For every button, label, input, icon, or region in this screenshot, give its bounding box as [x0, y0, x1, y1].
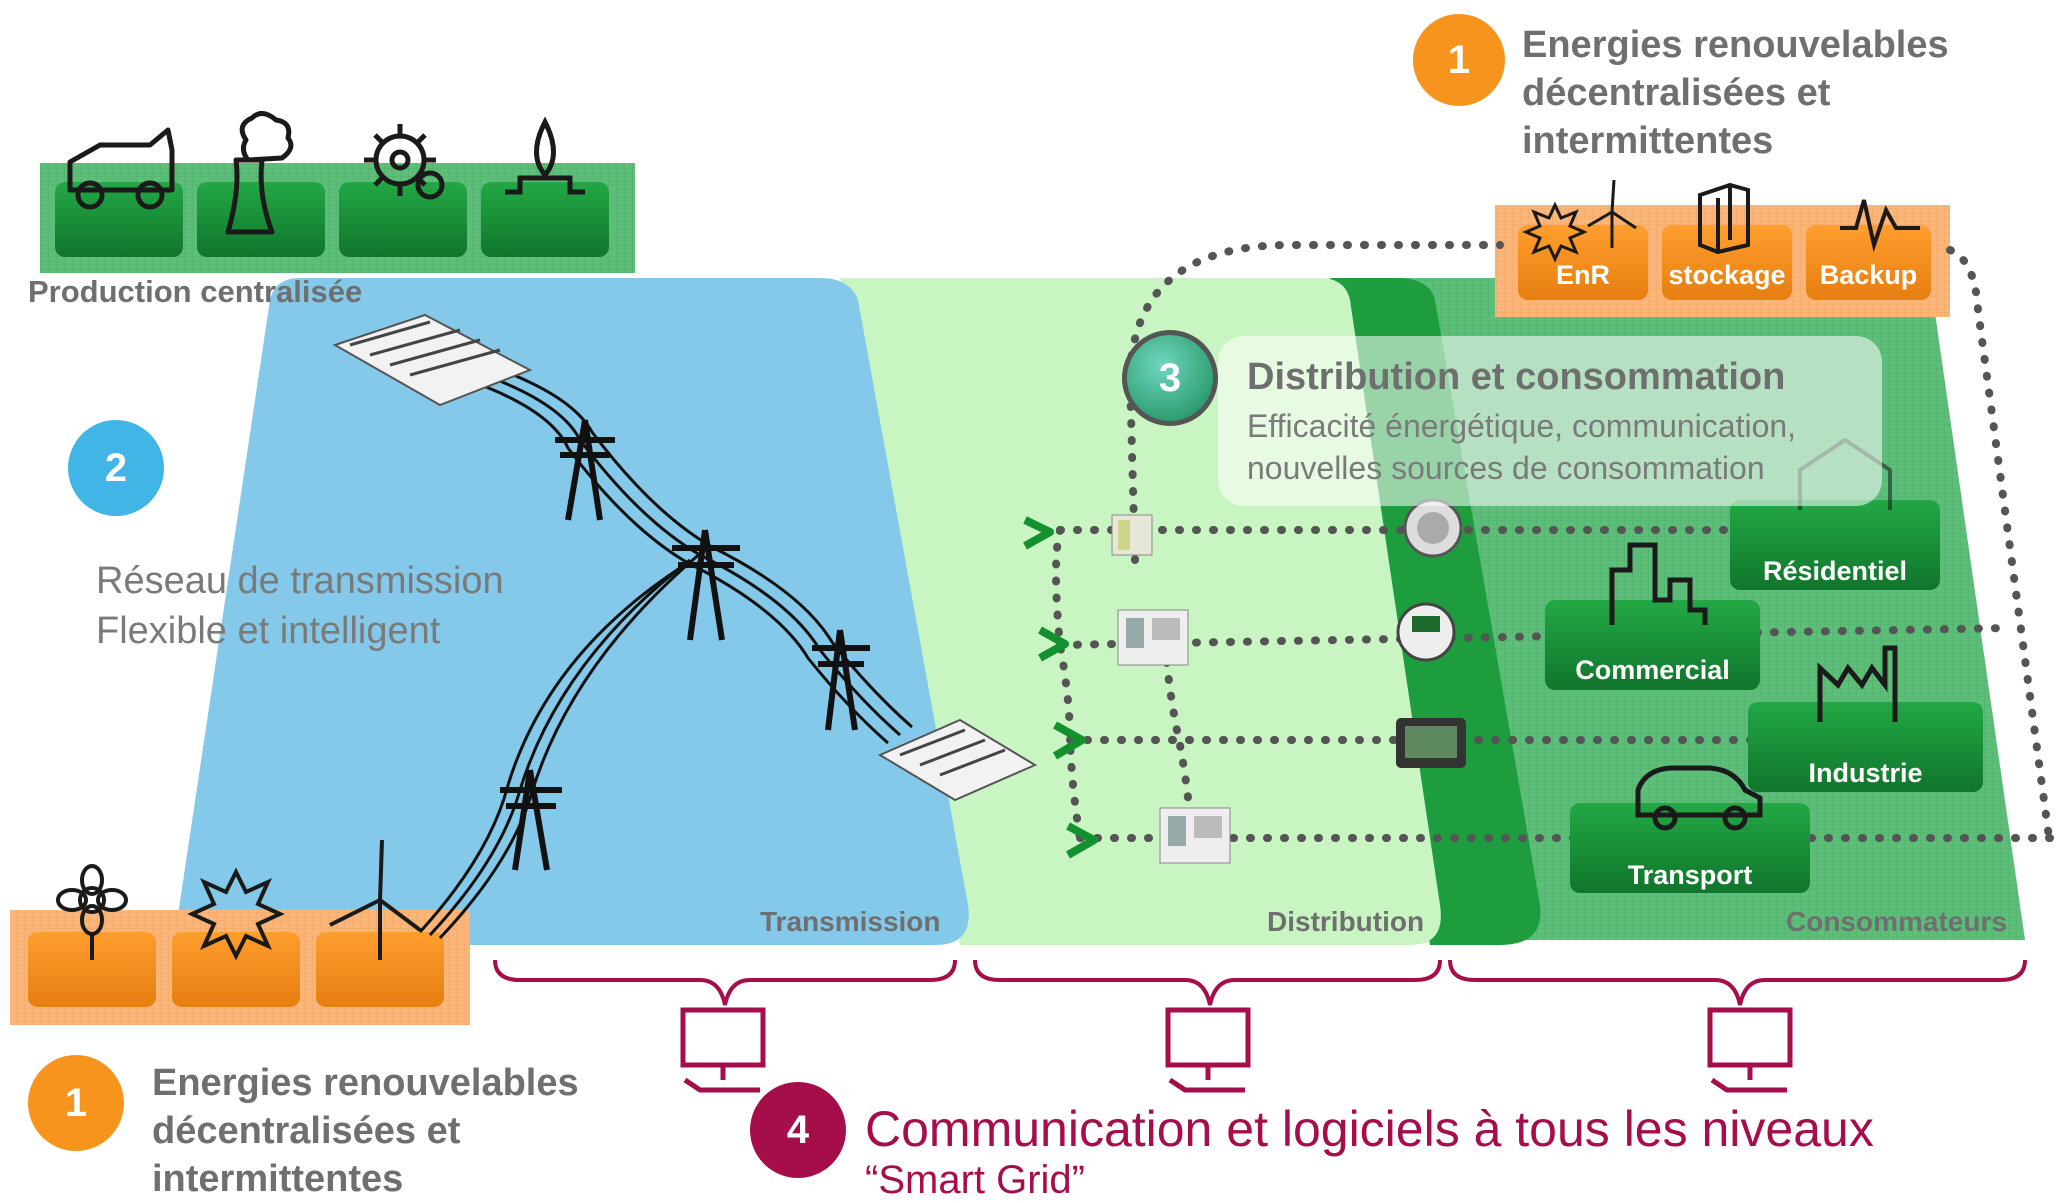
power-plant-icon: [225, 111, 294, 235]
distribution-info-box: [1218, 336, 1882, 506]
transmission-grid-line-1: Réseau de transmission: [96, 560, 504, 602]
smart-meter-icon: [1403, 498, 1463, 558]
computer-monitor-icon: [1707, 1007, 1793, 1093]
consumer-label-transport: Transport: [1627, 860, 1753, 890]
smart-meter-icon: [1396, 602, 1456, 662]
pylon-icon: [555, 419, 615, 521]
computer-monitor-icon: [1165, 1007, 1251, 1093]
flower-icon: [56, 864, 128, 960]
zone-label-distribution: Distribution: [1267, 906, 1425, 937]
renewables-platform-bottom: [10, 910, 470, 1025]
badge-2: 2: [68, 420, 164, 516]
substation-icon: [1159, 807, 1231, 864]
chevron-icons: [1023, 516, 1098, 859]
centralized-production-label: Production centralisée: [28, 274, 363, 309]
button-label-backup: Backup: [1819, 260, 1918, 290]
distribution-line-2: nouvelles sources de consommation: [1247, 450, 1765, 486]
consumer-label-residentiel: Résidentiel: [1762, 556, 1908, 586]
badge-1-top: 1: [1413, 14, 1505, 106]
sun-icon: [187, 867, 285, 961]
renewables-bottom-line-1: Energies renouvelables: [152, 1062, 579, 1104]
renewables-top-line-2: décentralisées et: [1522, 72, 1831, 114]
office-building-icon: [1609, 542, 1708, 625]
brace-consumers: [1448, 959, 2027, 1006]
consumer-label-commercial: Commercial: [1575, 655, 1730, 685]
communication-title: Communication et logiciels à tous les ni…: [865, 1101, 1874, 1157]
communication-dotted-network: [1052, 241, 2059, 849]
consumer-buttons: [1545, 500, 1983, 893]
communication-subtitle: “Smart Grid”: [865, 1158, 1085, 1202]
computer-monitor-icon: [680, 1007, 766, 1093]
chevron-right-icon: [1023, 516, 1054, 550]
brace-transmission: [493, 959, 957, 1006]
renewables-bottom-line-3: intermittentes: [152, 1158, 404, 1200]
renewables-top-line-1: Energies renouvelables: [1522, 24, 1949, 66]
substation-icon: [877, 718, 1038, 802]
renewables-top-line-3: intermittentes: [1522, 120, 1774, 162]
level-braces: [493, 959, 2027, 1006]
chevron-right-icon: [1066, 822, 1098, 859]
button-label-stockage: stockage: [1668, 260, 1786, 290]
factory-icon: [1817, 645, 1898, 722]
badge-4: 4: [750, 1082, 846, 1178]
pulse-icon: [1840, 199, 1920, 253]
zone-label-consommateurs: Consommateurs: [1786, 906, 2007, 937]
electric-car-icon: [1635, 765, 1763, 831]
badge-1-bottom: 1: [28, 1055, 124, 1151]
transmission-grid-line-2: Flexible et intelligent: [96, 610, 441, 652]
gear-icon: [364, 124, 445, 200]
substation-icon: [1111, 514, 1153, 556]
smart-meter-icon: [1396, 718, 1466, 768]
distribution-line-1: Efficacité énergétique, communication,: [1247, 408, 1797, 444]
transmission-zone: [176, 278, 969, 945]
distribution-title: Distribution et consommation: [1247, 356, 1786, 398]
substation-icon: [332, 313, 533, 407]
pylon-icon: [500, 769, 562, 871]
brace-distribution: [973, 959, 1442, 1006]
pylon-icon: [812, 629, 870, 731]
car-icon: [67, 127, 175, 210]
centralized-production-platform: [40, 163, 635, 273]
pylon-icon: [672, 529, 740, 641]
battery-storage-icon: [1698, 182, 1750, 255]
chevron-right-icon: [1038, 626, 1069, 662]
wind-turbine-icon: [1587, 179, 1637, 248]
chevron-right-icon: [1052, 721, 1086, 760]
consumer-label-industrie: Industrie: [1808, 758, 1923, 788]
substation-icon: [1117, 609, 1189, 666]
wind-turbine-icon: [329, 839, 422, 960]
badge-3: 3: [1122, 330, 1218, 426]
sun-icon: [1522, 201, 1588, 263]
zone-label-transmission: Transmission: [760, 906, 941, 937]
transmission-lines: [418, 360, 913, 940]
flame-icon: [505, 116, 585, 195]
button-label-enr: EnR: [1556, 260, 1610, 290]
renewables-bottom-line-2: décentralisées et: [152, 1110, 461, 1152]
